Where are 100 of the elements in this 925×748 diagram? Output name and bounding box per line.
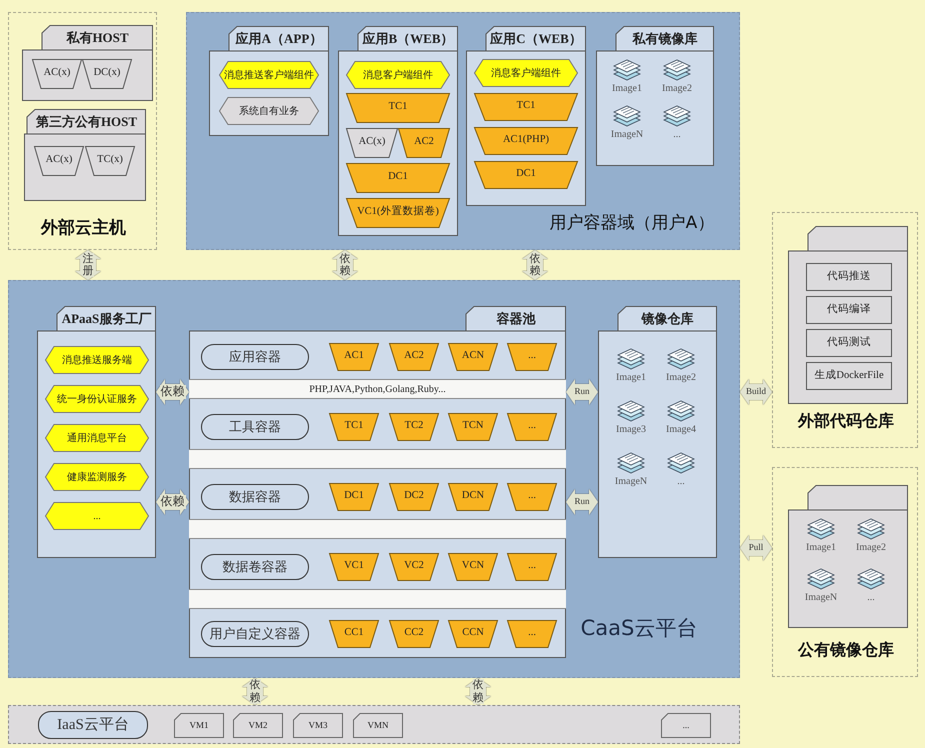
image-label: Image2	[665, 372, 697, 383]
node-label: DC1	[344, 490, 364, 502]
node-label: VC1	[344, 560, 364, 572]
double-arrow	[522, 250, 548, 280]
band-strip	[189, 519, 566, 539]
image-folder-panel	[788, 485, 908, 628]
node-label: 应用容器	[229, 350, 281, 364]
node-label: VM2	[248, 720, 268, 730]
node-label: CCN	[462, 627, 484, 639]
double-arrow	[740, 535, 772, 561]
folder-heading: 应用B（WEB）	[361, 30, 454, 48]
node-label: VC2	[404, 560, 424, 572]
node-label: PHP,JAVA,Python,Golang,Ruby...	[309, 384, 446, 394]
trapezoid-node	[507, 620, 557, 648]
trapezoid-node	[32, 59, 82, 89]
trapezoid-node	[474, 93, 578, 121]
folder-panel	[338, 26, 458, 236]
step-box	[806, 263, 892, 291]
trapezoid-node	[398, 128, 450, 158]
edge-label: Run	[573, 497, 590, 507]
node-label: ...	[682, 720, 690, 730]
trapezoid-node	[85, 146, 135, 176]
node-label: VM1	[189, 720, 208, 730]
node-label: ...	[93, 510, 101, 522]
node-label: 工具容器	[229, 420, 281, 434]
node-label: ...	[528, 627, 536, 639]
folder-panel	[209, 26, 329, 136]
node-label: AC2	[414, 136, 434, 148]
node-label: ...	[528, 490, 536, 502]
node-label: 数据容器	[229, 490, 281, 504]
band-strip	[189, 379, 566, 399]
pill-node	[201, 621, 309, 647]
node-label: IaaS云平台	[57, 716, 129, 734]
double-arrow	[332, 250, 358, 280]
trapezoid-node	[507, 343, 557, 371]
region-title: 外部代码仓库	[796, 411, 895, 432]
node-label: VM3	[308, 720, 328, 730]
folder-heading: 私有镜像库	[631, 30, 698, 48]
node-label: VCN	[462, 560, 484, 572]
image-label: ImageN	[614, 476, 648, 487]
node-label: ACN	[462, 350, 484, 362]
folder-panel	[189, 306, 566, 658]
node-label: DCN	[462, 490, 484, 502]
trapezoid-node	[448, 483, 498, 511]
hexagon-node	[45, 463, 149, 491]
trapezoid-node	[389, 620, 439, 648]
vm-tab	[233, 713, 283, 738]
step-box	[806, 296, 892, 324]
trapezoid-node	[329, 343, 379, 371]
double-arrow	[566, 379, 598, 405]
region-title: 公有镜像仓库	[796, 640, 895, 661]
image-label: Image3	[615, 424, 647, 435]
trapezoid-node	[474, 161, 578, 189]
region-title: CaaS云平台	[580, 615, 698, 642]
trapezoid-node	[474, 127, 578, 155]
image-folder-panel	[596, 26, 714, 166]
folder-heading: 镜像仓库	[640, 310, 694, 328]
trapezoid-node	[389, 483, 439, 511]
trapezoid-node	[448, 343, 498, 371]
vm-tab	[661, 713, 711, 738]
node-label: ...	[528, 420, 536, 432]
image-label: Image1	[805, 542, 837, 553]
double-arrow	[740, 379, 772, 405]
node-label: CC2	[404, 627, 424, 639]
hexagon-node	[45, 346, 149, 374]
double-arrow	[156, 489, 189, 515]
image-label: ImageN	[610, 129, 644, 140]
node-label: TC(x)	[97, 154, 123, 166]
node-label: TC2	[404, 420, 424, 432]
image-label: ImageN	[804, 592, 838, 603]
folder-heading: 应用A（APP）	[234, 30, 324, 48]
folder-panel	[24, 109, 146, 201]
region-title: 外部云主机	[40, 217, 127, 239]
hexagon-node	[45, 385, 149, 413]
trapezoid-node	[329, 483, 379, 511]
pill-node	[201, 344, 309, 370]
node-label: 消息推送服务端	[62, 354, 132, 366]
trapezoid-node	[507, 483, 557, 511]
folder-heading: 第三方公有HOST	[34, 113, 138, 131]
band-strip	[189, 449, 566, 469]
trapezoid-node	[448, 553, 498, 581]
trapezoid-node	[507, 413, 557, 441]
node-label: TC1	[388, 101, 408, 113]
edge-label: 依赖	[472, 679, 484, 704]
trapezoid-node	[507, 553, 557, 581]
region-panel	[8, 280, 740, 678]
step-box	[806, 362, 892, 390]
node-label: 通用消息平台	[67, 432, 127, 444]
hexagon-node	[474, 59, 578, 87]
platform-band	[8, 705, 740, 744]
double-arrow	[566, 489, 598, 515]
vm-tab	[174, 713, 224, 738]
hexagon-node	[45, 502, 149, 530]
region-title: 用户容器域（用户A）	[548, 212, 716, 234]
folder-heading: 私有HOST	[65, 29, 130, 47]
folder-heading: 应用C（WEB）	[488, 30, 583, 48]
edge-label: 依赖	[160, 385, 186, 399]
folder-heading: 容器池	[496, 310, 536, 328]
trapezoid-node	[82, 59, 132, 89]
node-label: CC1	[344, 627, 364, 639]
